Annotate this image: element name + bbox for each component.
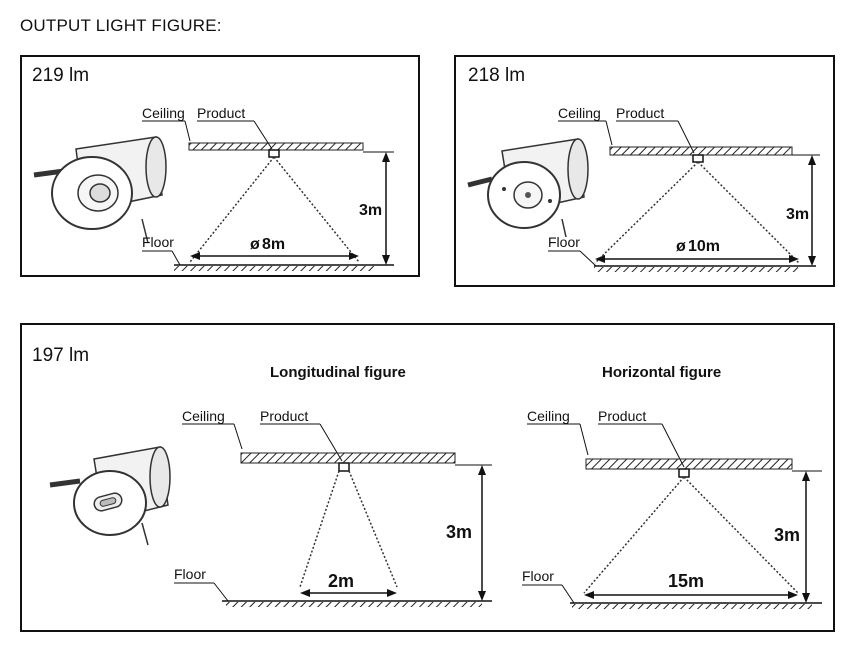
floor-label-horizontal: Floor bbox=[522, 568, 554, 584]
beam-left-horizontal bbox=[583, 476, 685, 594]
beam-right-longitudinal bbox=[348, 470, 398, 588]
diameter-symbol: ø bbox=[676, 238, 686, 255]
beam-right-horizontal bbox=[683, 476, 799, 594]
horizontal-heading: Horizontal figure bbox=[602, 364, 721, 381]
longitudinal-heading: Longitudinal figure bbox=[270, 364, 406, 381]
floor-label: Floor bbox=[548, 234, 580, 250]
ceiling-label-longitudinal: Ceiling bbox=[182, 408, 225, 424]
panel-197-lm: 197 lm Longitudinal figure Ceiling Produ… bbox=[20, 323, 835, 632]
floor-label-longitudinal: Floor bbox=[174, 566, 206, 582]
height-value: 3m bbox=[786, 206, 809, 223]
height-value-longitudinal: 3m bbox=[446, 522, 472, 542]
fixture-longitudinal bbox=[338, 462, 350, 472]
floor-label: Floor bbox=[142, 234, 174, 250]
lumen-label: 219 lm bbox=[32, 65, 89, 86]
diameter-value: 8m bbox=[262, 236, 285, 253]
floor-hatch-horizontal bbox=[572, 604, 812, 609]
ceiling-bar-horizontal bbox=[585, 458, 793, 470]
light-diagram-2: 218 lm Ceiling Product Floor ø bbox=[467, 65, 820, 272]
diameter-value: 10m bbox=[688, 238, 720, 255]
panel-219-lm: 219 lm Ceiling Product Floor bbox=[20, 55, 420, 277]
panel-218-lm: 218 lm Ceiling Product Floor ø bbox=[454, 55, 835, 287]
beam-left-longitudinal bbox=[299, 470, 340, 588]
page-title: OUTPUT LIGHT FIGURE: bbox=[20, 16, 222, 35]
downlight-product-image bbox=[467, 138, 589, 238]
beam-left bbox=[189, 156, 275, 263]
floor-hatch-longitudinal bbox=[226, 602, 482, 607]
product-label: Product bbox=[616, 105, 664, 121]
width-value-horizontal: 15m bbox=[668, 571, 704, 591]
light-diagram-3: 197 lm Longitudinal figure Ceiling Produ… bbox=[32, 345, 822, 609]
downlight-product-image bbox=[33, 136, 167, 244]
height-value: 3m bbox=[359, 202, 382, 219]
fixture-horizontal bbox=[678, 468, 690, 478]
lumen-label: 197 lm bbox=[32, 345, 89, 366]
light-diagram-1: 219 lm Ceiling Product Floor bbox=[32, 65, 394, 271]
fixture bbox=[268, 149, 280, 158]
width-value-longitudinal: 2m bbox=[328, 571, 354, 591]
fixture bbox=[692, 154, 704, 163]
lumen-label: 218 lm bbox=[468, 65, 525, 86]
beam-left bbox=[594, 161, 699, 264]
product-label-horizontal: Product bbox=[598, 408, 646, 424]
ceiling-label-horizontal: Ceiling bbox=[527, 408, 570, 424]
downlight-product-image bbox=[49, 446, 171, 546]
beam-right bbox=[273, 156, 360, 263]
floor-hatch bbox=[174, 266, 374, 271]
ceiling-label: Ceiling bbox=[142, 105, 185, 121]
diameter-symbol: ø bbox=[250, 236, 260, 253]
ceiling-label: Ceiling bbox=[558, 105, 601, 121]
product-label: Product bbox=[197, 105, 245, 121]
product-label-longitudinal: Product bbox=[260, 408, 308, 424]
floor-hatch bbox=[594, 267, 798, 272]
height-value-horizontal: 3m bbox=[774, 525, 800, 545]
ceiling-bar-longitudinal bbox=[240, 452, 456, 464]
ceiling-bar bbox=[188, 142, 364, 151]
ceiling-bar bbox=[609, 146, 793, 156]
